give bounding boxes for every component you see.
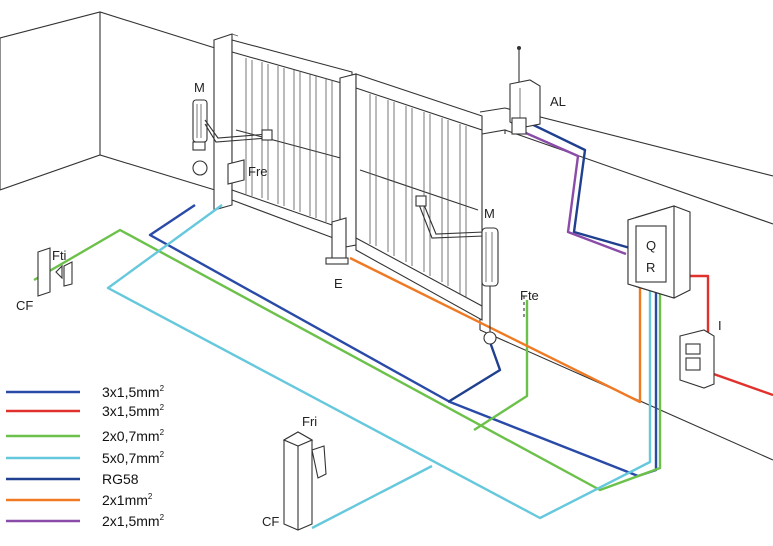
photocell-fti-column: Fti CF bbox=[16, 247, 73, 313]
svg-text:3x1,5mm2: 3x1,5mm2 bbox=[102, 403, 165, 419]
svg-text:2x1mm2: 2x1mm2 bbox=[102, 492, 153, 508]
legend-text: 2x1mm bbox=[102, 492, 148, 508]
svg-text:2x0,7mm2: 2x0,7mm2 bbox=[102, 428, 165, 444]
electrolock-label: E bbox=[334, 276, 343, 291]
legend-item: 5x0,7mm2 bbox=[6, 450, 165, 466]
flashing-beacon: AL bbox=[509, 46, 566, 135]
legend-item: 3x1,5mm2 bbox=[6, 403, 165, 419]
legend-sup: 2 bbox=[160, 428, 165, 437]
legend-text: 2x0,7mm bbox=[102, 428, 160, 444]
photocell-fte: Fte bbox=[520, 288, 539, 318]
left-wall bbox=[0, 11, 216, 191]
wire-cyan-5x0_7 bbox=[106, 204, 652, 530]
wire-purple-2x1_5 bbox=[518, 128, 627, 256]
svg-text:3x1,5mm2: 3x1,5mm2 bbox=[102, 384, 165, 400]
legend-item: 3x1,5mm2 bbox=[6, 384, 165, 400]
legend-text: 5x0,7mm bbox=[102, 450, 160, 466]
electric-lock: Fre bbox=[227, 159, 268, 185]
gate-leaf-right bbox=[339, 73, 483, 321]
legend-sup: 2 bbox=[160, 450, 165, 459]
control-unit: Q R bbox=[627, 205, 691, 299]
wire-red-3x1_5 bbox=[690, 274, 773, 397]
cable-legend: 3x1,5mm2 3x1,5mm2 2x0,7mm2 5x0,7mm2 RG58… bbox=[6, 384, 165, 529]
svg-text:2x1,5mm2: 2x1,5mm2 bbox=[102, 513, 165, 529]
legend-sup: 2 bbox=[160, 403, 165, 412]
wire-orange-2x1 bbox=[349, 256, 642, 404]
legend-item: 2x1mm2 bbox=[6, 492, 153, 508]
legend-item: RG58 bbox=[6, 471, 139, 487]
wire-blue-3x1_5 bbox=[148, 204, 658, 478]
photocell-fri-column: Fri CF bbox=[262, 414, 327, 531]
legend-sup: 2 bbox=[148, 492, 153, 501]
electrolock-box: E bbox=[325, 217, 349, 291]
wire-navy-rg58 bbox=[447, 116, 631, 404]
legend-text: 3x1,5mm bbox=[102, 403, 160, 419]
beacon-label: AL bbox=[550, 94, 566, 109]
photocell-ti-label: Fti bbox=[52, 248, 67, 263]
legend-sup: 2 bbox=[160, 513, 165, 522]
legend-text: 2x1,5mm bbox=[102, 513, 160, 529]
svg-text:RG58: RG58 bbox=[102, 471, 139, 487]
motor-right-label: M bbox=[484, 206, 495, 221]
control-q-label: Q bbox=[646, 238, 656, 253]
legend-text: 3x1,5mm bbox=[102, 384, 160, 400]
gate-leaf-left bbox=[231, 39, 353, 246]
control-r-label: R bbox=[646, 260, 655, 275]
right-wall bbox=[479, 107, 773, 461]
photocell-te-label: Fte bbox=[520, 288, 539, 303]
switch-label: I bbox=[718, 318, 722, 333]
legend-sup: 2 bbox=[160, 384, 165, 393]
legend-item: 2x0,7mm2 bbox=[6, 428, 165, 444]
motor-left: M bbox=[192, 80, 273, 176]
column-bottom-label: CF bbox=[262, 514, 279, 529]
photocell-ri-label: Fri bbox=[302, 414, 317, 429]
motor-right: M bbox=[415, 195, 499, 345]
wire-green-2x0_7 bbox=[33, 228, 662, 492]
motor-left-label: M bbox=[194, 80, 205, 95]
svg-text:5x0,7mm2: 5x0,7mm2 bbox=[102, 450, 165, 466]
legend-item: 2x1,5mm2 bbox=[6, 513, 165, 529]
legend-text: RG58 bbox=[102, 471, 139, 487]
lock-label: Fre bbox=[248, 164, 268, 179]
column-left-label: CF bbox=[16, 298, 33, 313]
main-switch: I bbox=[679, 318, 722, 389]
